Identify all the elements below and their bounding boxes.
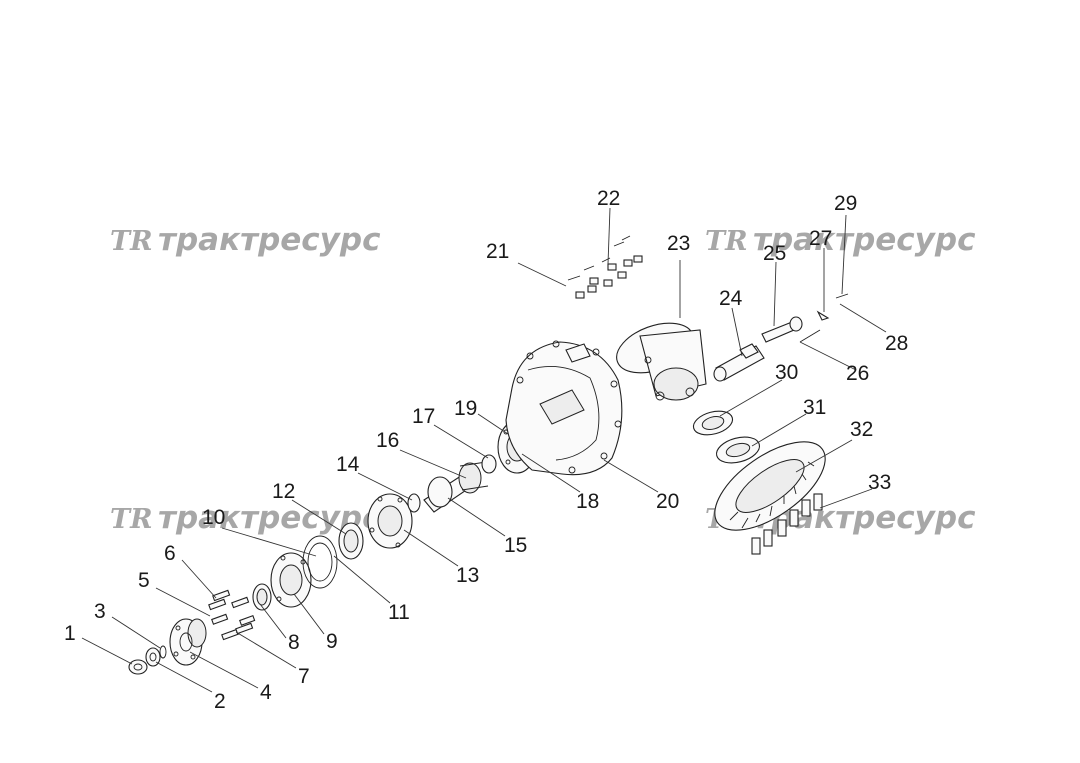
callout-5: 5 [138, 569, 150, 592]
watermark-logo: TR [705, 226, 748, 257]
callout-6: 6 [164, 542, 176, 565]
callout-22: 22 [597, 187, 620, 210]
watermark-top-right: TR трактресурс [705, 222, 976, 258]
part-3-ring [159, 645, 167, 659]
callout-15: 15 [504, 534, 527, 557]
callout-9: 9 [326, 630, 338, 653]
callout-8: 8 [288, 631, 300, 654]
callout-30: 30 [775, 361, 798, 384]
callout-14: 14 [336, 453, 360, 476]
callout-labels: 1 2 3 4 5 6 7 8 9 10 11 12 13 14 15 16 1… [64, 187, 908, 713]
callout-2: 2 [214, 690, 226, 713]
watermark-text: трактресурс [158, 222, 381, 258]
callout-20: 20 [656, 490, 679, 513]
watermark-logo: TR [110, 504, 153, 535]
callout-13: 13 [456, 564, 479, 587]
callout-31: 31 [803, 396, 826, 419]
callout-7: 7 [298, 665, 310, 688]
part-20-carrier-housing [505, 340, 623, 476]
part-4-flange [169, 618, 207, 666]
leader-lines [81, 207, 887, 693]
part-13-housing [367, 493, 413, 549]
callout-11: 11 [388, 601, 410, 624]
part-24-25-shaft [713, 316, 803, 382]
watermark-text: трактресурс [753, 222, 976, 258]
callout-3: 3 [94, 600, 106, 623]
part-23-differential [616, 322, 707, 401]
part-8-seal [252, 583, 272, 611]
callout-1: 1 [64, 622, 76, 645]
callout-21: 21 [486, 240, 509, 263]
callout-28: 28 [885, 332, 908, 355]
callout-24: 24 [719, 287, 743, 310]
part-10-gasket [302, 535, 338, 589]
part-32-ring-gear [714, 441, 826, 531]
callout-10: 10 [202, 506, 225, 529]
part-30-31-bearing [692, 410, 761, 464]
callout-27: 27 [809, 227, 832, 250]
part-21-22-fasteners [567, 235, 643, 299]
callout-18: 18 [576, 490, 599, 513]
watermark-top-left: TR трактресурс [110, 222, 381, 258]
part-5-6-bolts [208, 589, 250, 625]
part-15-16-pinion [423, 454, 497, 513]
callout-25: 25 [763, 242, 786, 265]
callout-26: 26 [846, 362, 869, 385]
part-12-bearing [338, 522, 364, 560]
callout-12: 12 [272, 480, 295, 503]
callout-19: 19 [454, 397, 477, 420]
watermark-logo: TR [110, 226, 153, 257]
callout-23: 23 [667, 232, 690, 255]
part-9-cover [270, 552, 312, 608]
callout-32: 32 [850, 418, 873, 441]
part-7-bolts [221, 615, 256, 641]
part-14-spacer [407, 493, 421, 513]
callout-29: 29 [834, 192, 857, 215]
callout-17: 17 [412, 405, 435, 428]
callout-33: 33 [868, 471, 891, 494]
callout-4: 4 [260, 681, 272, 704]
part-26-29-pins [799, 293, 849, 343]
callout-16: 16 [376, 429, 399, 452]
part-33-bolts [751, 493, 823, 555]
part-1-nut [128, 659, 148, 675]
part-2-washer [145, 647, 161, 667]
